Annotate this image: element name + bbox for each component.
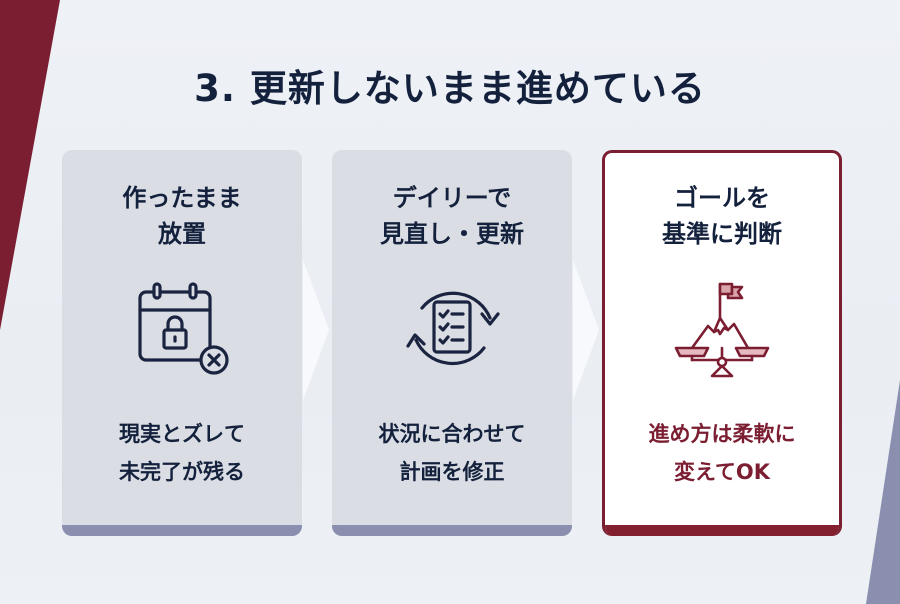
- card-description: 現実とズレて 未完了が残る: [119, 422, 245, 484]
- card-leave-as-is: 作ったまま 放置 現実とズレて 未完了が残る: [62, 150, 302, 536]
- card-daily-review: デイリーで 見直し・更新 状況に合わせて 計画を修正: [332, 150, 572, 536]
- card-description: 進め方は柔軟に 変えてOK: [648, 422, 796, 484]
- checklist-refresh-icon: [406, 291, 500, 366]
- chevron-right-icon: [573, 260, 599, 400]
- card-goal-based: ゴールを 基準に判断 進め方は柔軟に 変えてOK: [602, 150, 842, 536]
- calendar-lock-x-icon: [138, 282, 229, 375]
- left-accent-shape: [0, 0, 60, 330]
- mountain-flag-scale-icon: [674, 282, 770, 378]
- card-bottom-bar: [605, 525, 839, 536]
- right-accent-shape: [866, 380, 900, 604]
- card-bottom-bar: [332, 525, 572, 536]
- card-description: 状況に合わせて 計画を修正: [378, 422, 526, 484]
- card-title: デイリーで 見直し・更新: [380, 184, 524, 248]
- card-title: 作ったまま 放置: [122, 184, 242, 248]
- card-title: ゴールを 基準に判断: [662, 184, 782, 248]
- card-bottom-bar: [62, 525, 302, 536]
- slide-title: 3. 更新しないまま進めている: [194, 67, 706, 110]
- chevron-right-icon: [303, 260, 329, 400]
